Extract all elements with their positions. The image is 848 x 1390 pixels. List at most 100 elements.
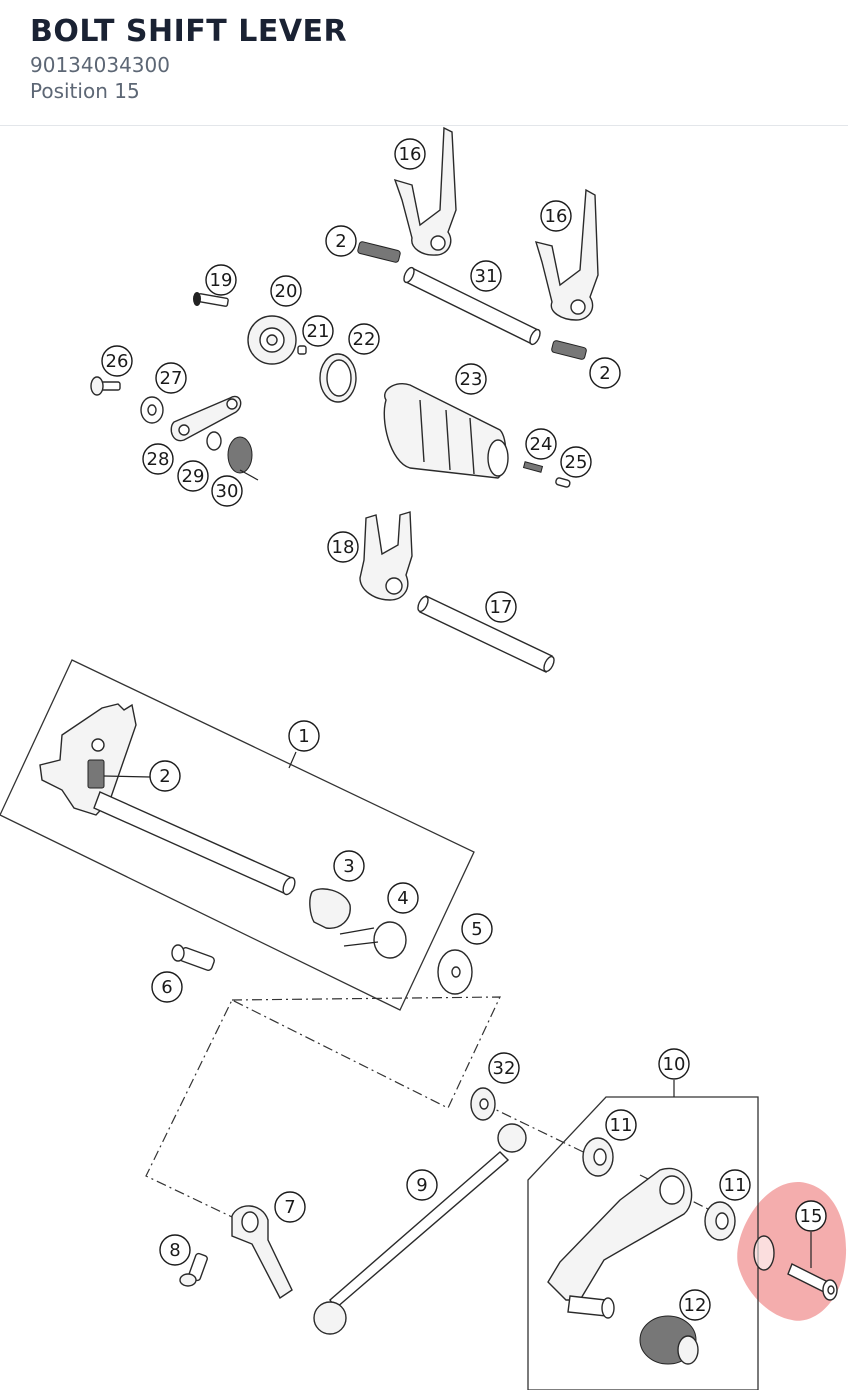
callout-28[interactable]: 28	[142, 443, 174, 475]
callout-24[interactable]: 24	[525, 428, 557, 460]
bearing-11b	[704, 1201, 736, 1241]
callout-29[interactable]: 29	[177, 460, 209, 492]
callout-15[interactable]: 15	[795, 1200, 827, 1232]
callout-21[interactable]: 21	[302, 315, 334, 347]
washer-32	[470, 1087, 496, 1121]
callout-19[interactable]: 19	[205, 264, 237, 296]
page-title: BOLT SHIFT LEVER	[30, 14, 348, 49]
callout-3[interactable]: 3	[333, 850, 365, 882]
callout-label: 24	[530, 434, 553, 455]
callout-1[interactable]: 1	[288, 720, 320, 752]
callout-6[interactable]: 6	[151, 971, 183, 1003]
callout-label: 12	[684, 1295, 707, 1316]
pin-21	[297, 345, 307, 355]
callout-22[interactable]: 22	[348, 323, 380, 355]
shift-fork-16b	[534, 188, 599, 321]
return-spring-4	[339, 921, 407, 959]
callout-label: 20	[275, 281, 298, 302]
callout-label: 23	[460, 369, 483, 390]
callout-9[interactable]: 9	[406, 1169, 438, 1201]
callout-label: 4	[397, 888, 408, 909]
callout-label: 17	[490, 597, 513, 618]
callout-16[interactable]: 16	[394, 138, 426, 170]
position-label: Position 15	[30, 79, 140, 103]
bolt-26	[90, 376, 121, 396]
shift-lever-7	[231, 1205, 293, 1300]
callout-4[interactable]: 4	[387, 882, 419, 914]
callout-label: 21	[307, 321, 330, 342]
bolt-shift-lever-15	[753, 1235, 838, 1301]
callout-16[interactable]: 16	[540, 200, 572, 232]
callout-label: 2	[159, 766, 170, 787]
callout-18[interactable]: 18	[327, 531, 359, 563]
washer-29	[206, 431, 222, 451]
page-header: BOLT SHIFT LEVER 90134034300 Position 15	[0, 0, 848, 126]
callout-27[interactable]: 27	[155, 362, 187, 394]
callout-label: 11	[610, 1115, 633, 1136]
shift-rod-9	[313, 1123, 527, 1335]
callout-label: 32	[493, 1058, 516, 1079]
part-number: 90134034300	[30, 53, 170, 77]
washer-27	[140, 396, 164, 424]
leader-lines	[103, 751, 812, 1268]
bolt-19	[193, 292, 229, 307]
callout-label: 7	[284, 1197, 295, 1218]
callout-32[interactable]: 32	[488, 1052, 520, 1084]
callout-label: 3	[343, 856, 354, 877]
spring-2a	[357, 241, 401, 263]
callout-label: 10	[663, 1054, 686, 1075]
callout-5[interactable]: 5	[461, 913, 493, 945]
locking-lever-28	[170, 395, 242, 442]
callout-label: 2	[335, 231, 346, 252]
bearing-11a	[582, 1137, 614, 1177]
callout-20[interactable]: 20	[270, 275, 302, 307]
callout-7[interactable]: 7	[274, 1191, 306, 1223]
callout-label: 30	[216, 481, 239, 502]
callout-label: 8	[169, 1240, 180, 1261]
callout-label: 9	[416, 1175, 427, 1196]
callout-2[interactable]: 2	[325, 225, 357, 257]
callout-label: 18	[332, 537, 355, 558]
callout-label: 16	[545, 206, 568, 227]
shift-fork-16a	[393, 126, 457, 256]
shift-shaft-1	[39, 703, 296, 896]
callout-label: 29	[182, 466, 205, 487]
callout-11[interactable]: 11	[719, 1169, 751, 1201]
callout-10[interactable]: 10	[658, 1048, 690, 1080]
callout-label: 25	[565, 452, 588, 473]
shift-shaft-assembly-frame	[0, 659, 475, 1011]
callout-label: 11	[724, 1175, 747, 1196]
callout-17[interactable]: 17	[485, 591, 517, 623]
bolt-8	[179, 1252, 208, 1287]
callout-label: 26	[106, 351, 129, 372]
shift-drum-star-20	[247, 315, 297, 365]
rubber-pad-12	[639, 1315, 699, 1365]
shift-lever-assembly-frame	[527, 1096, 759, 1390]
callout-label: 2	[599, 363, 610, 384]
callout-30[interactable]: 30	[211, 475, 243, 507]
callout-label: 15	[800, 1206, 823, 1227]
linkage-dashed-outline	[145, 996, 501, 1218]
bearing-ring-22	[319, 353, 357, 403]
callout-26[interactable]: 26	[101, 345, 133, 377]
shift-rail-31	[403, 266, 541, 346]
callout-31[interactable]: 31	[470, 260, 502, 292]
spring-2b	[551, 340, 587, 360]
pin-25	[555, 477, 571, 488]
shift-lever-10	[547, 1167, 693, 1319]
callout-11[interactable]: 11	[605, 1109, 637, 1141]
callout-8[interactable]: 8	[159, 1234, 191, 1266]
leg-spring-30	[227, 436, 259, 481]
callout-label: 6	[161, 977, 172, 998]
callout-23[interactable]: 23	[455, 363, 487, 395]
callout-12[interactable]: 12	[679, 1289, 711, 1321]
pin-6	[171, 944, 215, 971]
shift-drum-23	[383, 383, 509, 479]
shift-rail-17	[417, 595, 555, 673]
callout-label: 5	[471, 919, 482, 940]
callout-2[interactable]: 2	[589, 357, 621, 389]
callout-25[interactable]: 25	[560, 446, 592, 478]
callout-label: 16	[399, 144, 422, 165]
callout-label: 22	[353, 329, 376, 350]
callout-2[interactable]: 2	[149, 760, 181, 792]
